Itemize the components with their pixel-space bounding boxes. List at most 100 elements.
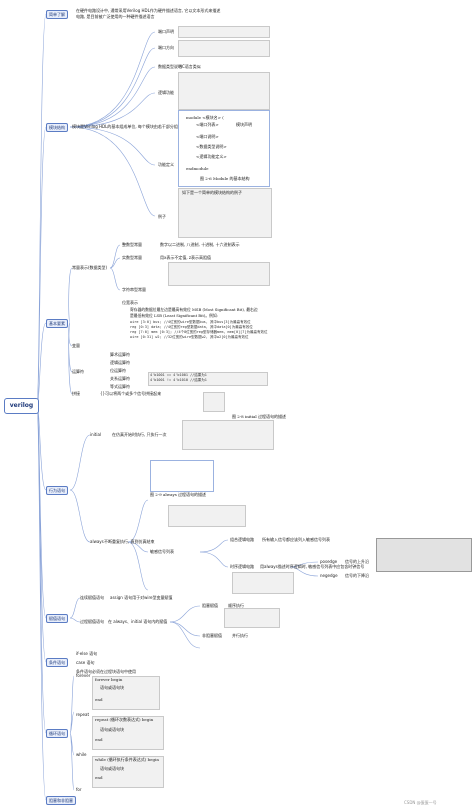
repeat-box — [92, 716, 164, 750]
op-example-1: 4'b1001 == 4'b1001 //结果为1 — [150, 373, 207, 377]
const-table-image — [168, 262, 270, 286]
msb-text-2: 是最低有效位 LSB (Least Significant Bit)。例如: — [130, 313, 218, 318]
const-integer[interactable]: 整数型常量 — [122, 242, 142, 247]
seq-image — [232, 572, 294, 594]
block-desc: 顺序执行 — [228, 603, 244, 608]
forever-box — [92, 676, 160, 710]
box-caption: 图 2-6 Module 的基本结构 — [200, 176, 250, 181]
module-logic[interactable]: 逻辑功能 — [158, 90, 174, 95]
operators-node[interactable]: 运算符 — [72, 369, 84, 374]
constants-node[interactable]: 常量表示(数据类型) — [72, 265, 108, 270]
op-example-box — [148, 372, 268, 386]
topic-module-structure[interactable]: 模块结构 — [46, 123, 68, 132]
initial-node[interactable]: initial — [90, 432, 101, 437]
box-line-2: <端口列表> — [196, 122, 219, 127]
logic-image — [178, 72, 270, 110]
forever-code-2: 语句或语句块 — [100, 685, 124, 690]
port-type-image — [178, 40, 270, 57]
bits-node[interactable]: 位宽表示 — [122, 300, 138, 305]
case-node[interactable]: case 语句 — [76, 660, 95, 665]
always-figure — [150, 460, 214, 492]
const-string[interactable]: 字符串型常量 — [122, 287, 146, 292]
nonblock-assign[interactable]: 非阻塞赋值 — [202, 633, 222, 638]
topic-basic-elements[interactable]: 基本要素 — [46, 319, 68, 328]
bits-line-2: reg [0:3] data; //4位宽的reg型数据data, 其中data… — [130, 325, 253, 329]
intro-line-2: 电路, 是目前被广泛使用的一种硬件描述语言 — [76, 14, 155, 19]
repeat-code-1: repeat (循环次数表达式) begin — [95, 717, 154, 722]
const-real[interactable]: 实数型常量 — [122, 255, 142, 260]
topic-conditional[interactable]: 条件语句 — [46, 658, 68, 667]
always-desc: 不断重复执行, 直到仿真结束 — [104, 539, 155, 544]
variable-node[interactable]: 变量 — [72, 343, 80, 348]
cond-desc: 条件语句必须在过程块语句中使用 — [76, 669, 136, 674]
module-data-type[interactable]: 数据类型说明 — [158, 64, 182, 69]
topic-loop[interactable]: 循环语句 — [46, 729, 68, 738]
port-image — [178, 26, 270, 38]
sens-list[interactable]: 敏感信号列表 — [150, 549, 174, 554]
op-rel[interactable]: 关系运算符 — [110, 376, 130, 381]
seq-node[interactable]: 时序逻辑电路 — [230, 564, 254, 569]
op-logic[interactable]: 逻辑运算符 — [110, 360, 130, 365]
block-assign[interactable]: 阻塞赋值 — [202, 603, 218, 608]
topic-intro[interactable]: 简单了解 — [46, 10, 68, 19]
module-structure-figure — [178, 110, 270, 187]
always-image-2 — [168, 505, 246, 527]
if-node[interactable]: if-else 语句 — [76, 651, 98, 656]
while-code-1: while (循环执行条件表达式) begin — [95, 757, 159, 762]
seq-note: 用always描述时序逻辑时, 敏感信号列表中应包含时钟信号 — [260, 564, 365, 569]
cont-assign-desc: assign 语句用于对wire型变量赋值 — [110, 595, 173, 600]
const-note-b: 用x表示不定值, z表示高阻值 — [160, 255, 212, 260]
forever-node[interactable]: forever — [76, 673, 91, 678]
op-bit[interactable]: 位运算符 — [110, 368, 126, 373]
op-arith[interactable]: 算术运算符 — [110, 352, 130, 357]
box-line-6: endmodule — [186, 166, 209, 171]
box-line-5: <逻辑功能定义> — [196, 154, 227, 159]
box-right-label: 模块声明 — [236, 122, 252, 127]
module-example[interactable]: 例子 — [158, 214, 166, 219]
concat-node[interactable]: 拼接 — [72, 391, 80, 396]
example-title: 如下是一个简单的模块结构的例子 — [182, 190, 242, 195]
bits-line-4: wire [0:31] w2; //32位宽的wire型数据w2, 其中w2[0… — [130, 335, 249, 339]
initial-image-small — [203, 392, 225, 412]
topic-assignment[interactable]: 赋值语句 — [46, 614, 68, 623]
cont-assign[interactable]: 连续赋值语句 — [80, 595, 104, 600]
combi-node[interactable]: 组合逻辑电路 — [230, 537, 254, 542]
while-code-2: 语句或语句块 — [100, 766, 124, 771]
for-node[interactable]: for — [76, 787, 82, 792]
repeat-node[interactable]: repeat — [76, 712, 90, 717]
forever-code-3: end — [95, 697, 103, 702]
repeat-code-3: end — [95, 737, 103, 742]
module-func[interactable]: 功能定义 — [158, 162, 174, 167]
watermark: CSDN @蛋蛋一号 — [404, 800, 437, 805]
box-line-4: <数据类型说明> — [196, 144, 227, 149]
concat-desc: {}可以将两个或多个信号拼接起来 — [100, 391, 162, 396]
box-line-3: <端口说明> — [196, 134, 219, 139]
always-caption: 图 2-9 always 过程语句的描述 — [150, 492, 207, 497]
posedge-desc: 信号的上升沿 — [345, 559, 369, 564]
initial-figure-caption: 图 2-8 initial 过程语句的描述 — [232, 414, 286, 419]
posedge-node[interactable]: posedge — [320, 559, 338, 564]
op-eq[interactable]: 等式运算符 — [110, 384, 130, 389]
topic-behavior[interactable]: 行为语句 — [46, 486, 68, 495]
proc-assign-desc: 在 always、initial 语句内的赋值 — [108, 619, 168, 624]
root-node[interactable]: verilog — [4, 398, 39, 414]
intro-line-1: 在硬件电路设计中, 通常采用Verilog HDL作为硬件描述语言, 它以文本形… — [76, 8, 221, 13]
topic-blocking[interactable]: 阻塞和非阻塞 — [46, 796, 76, 805]
while-code-3: end — [95, 775, 103, 780]
negedge-node[interactable]: negedge — [320, 573, 338, 578]
example-image — [178, 188, 272, 238]
module-port-type[interactable]: 端口方向 — [158, 45, 174, 50]
proc-assign[interactable]: 过程赋值语句 — [80, 619, 104, 624]
initial-desc: 在仿真开始时执行, 只执行一次 — [112, 432, 167, 437]
bits-line-1: wire [3:0] bus; //4位宽的wire型数据bus, 其中bus[… — [130, 320, 251, 324]
nonblock-desc: 并行执行 — [232, 633, 248, 638]
box-line-1: module <模块名> ( — [186, 115, 224, 120]
always-node[interactable]: always — [90, 539, 104, 544]
msb-text-1: 寄存器的数据位最左边是最高有效位 MSB (Most Significant B… — [130, 307, 258, 312]
while-node[interactable]: while — [76, 752, 87, 757]
while-box — [92, 756, 164, 788]
module-port[interactable]: 端口声明 — [158, 29, 174, 34]
initial-figure-image — [182, 420, 274, 450]
module-desc: 模块是Verilog HDL的基本组成单位, 每个模块由若干部分组成 — [72, 124, 182, 129]
